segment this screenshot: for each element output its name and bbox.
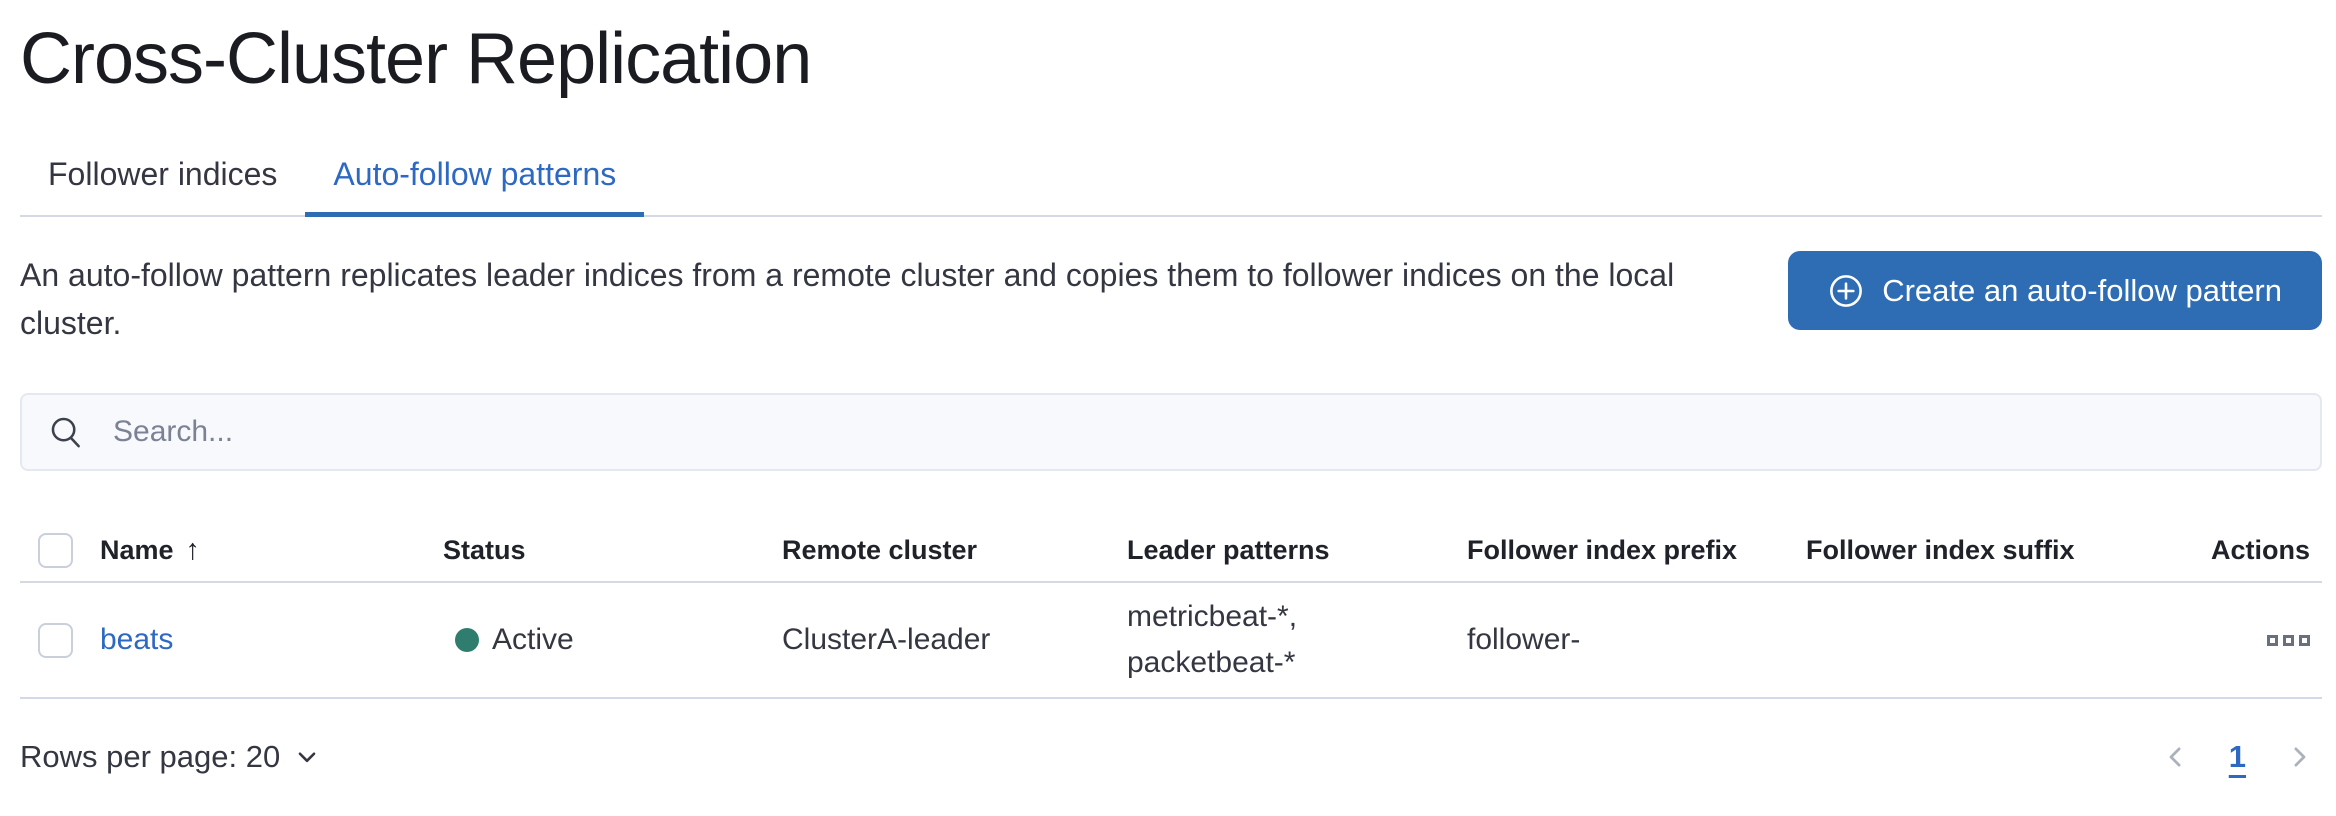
tabs: Follower indices Auto-follow patterns bbox=[20, 155, 2322, 217]
status-label: Active bbox=[492, 623, 574, 656]
table-row: beats Active ClusterA-leader metricbeat-… bbox=[20, 583, 2322, 699]
table-header-row: Name ↑ Status Remote cluster Leader patt… bbox=[20, 519, 2322, 583]
column-header-name-label: Name bbox=[100, 534, 174, 565]
create-auto-follow-pattern-button[interactable]: Create an auto-follow pattern bbox=[1788, 251, 2322, 330]
name-cell: beats bbox=[100, 623, 443, 657]
tab-follower-indices[interactable]: Follower indices bbox=[48, 156, 278, 192]
box-glyph bbox=[2299, 634, 2310, 646]
column-header-leader-patterns: Leader patterns bbox=[1127, 535, 1330, 565]
page-description: An auto-follow pattern replicates leader… bbox=[20, 257, 1675, 341]
search-input[interactable] bbox=[111, 414, 2298, 450]
chevron-right-icon[interactable] bbox=[2284, 742, 2314, 772]
create-button-label: Create an auto-follow pattern bbox=[1882, 272, 2282, 308]
chevron-down-icon bbox=[294, 744, 320, 770]
select-all-checkbox[interactable] bbox=[38, 532, 73, 568]
row-checkbox-cell bbox=[20, 622, 100, 658]
sort-ascending-arrow-icon: ↑ bbox=[185, 533, 201, 566]
column-header-follower-index-prefix: Follower index prefix bbox=[1467, 534, 1738, 565]
status-active-dot-icon bbox=[455, 628, 479, 652]
box-glyph bbox=[2283, 634, 2294, 646]
plus-in-circle-icon bbox=[1828, 273, 1864, 309]
row-checkbox[interactable] bbox=[38, 622, 73, 658]
search-bar bbox=[20, 393, 2322, 471]
page-header-row: An auto-follow pattern replicates leader… bbox=[20, 251, 2322, 347]
table-footer: Rows per page: 20 1 bbox=[20, 739, 2322, 775]
chevron-left-icon[interactable] bbox=[2161, 742, 2191, 772]
tab-auto-follow-patterns[interactable]: Auto-follow patterns bbox=[305, 155, 645, 217]
follower-index-prefix-cell: follower- bbox=[1467, 623, 1581, 656]
box-glyph bbox=[2267, 634, 2278, 646]
remote-cluster-cell: ClusterA-leader bbox=[782, 623, 991, 656]
auto-follow-patterns-table: Name ↑ Status Remote cluster Leader patt… bbox=[20, 519, 2322, 699]
column-header-status: Status bbox=[443, 534, 526, 565]
column-header-follower-index-suffix: Follower index suffix bbox=[1806, 534, 2075, 565]
rows-per-page-label: Rows per page: 20 bbox=[20, 739, 281, 774]
cross-cluster-replication-page: Cross-Cluster Replication Follower indic… bbox=[0, 16, 2336, 775]
status-cell: Active bbox=[443, 623, 782, 657]
boxes-horizontal-icon[interactable] bbox=[2267, 629, 2310, 652]
page-title: Cross-Cluster Replication bbox=[20, 19, 812, 99]
page-number-current[interactable]: 1 bbox=[2228, 739, 2246, 774]
rows-per-page-selector[interactable]: Rows per page: 20 bbox=[20, 739, 320, 775]
pagination: 1 bbox=[2161, 739, 2322, 775]
column-header-actions: Actions bbox=[2210, 534, 2310, 565]
leader-patterns-cell: metricbeat-*, packetbeat-* bbox=[1127, 600, 1298, 679]
column-header-remote-cluster: Remote cluster bbox=[782, 534, 978, 565]
search-icon bbox=[48, 414, 85, 451]
column-header-name[interactable]: Name ↑ bbox=[100, 534, 443, 567]
actions-cell bbox=[2145, 629, 2322, 652]
header-checkbox-cell bbox=[20, 532, 100, 568]
pattern-name-link[interactable]: beats bbox=[100, 623, 174, 656]
